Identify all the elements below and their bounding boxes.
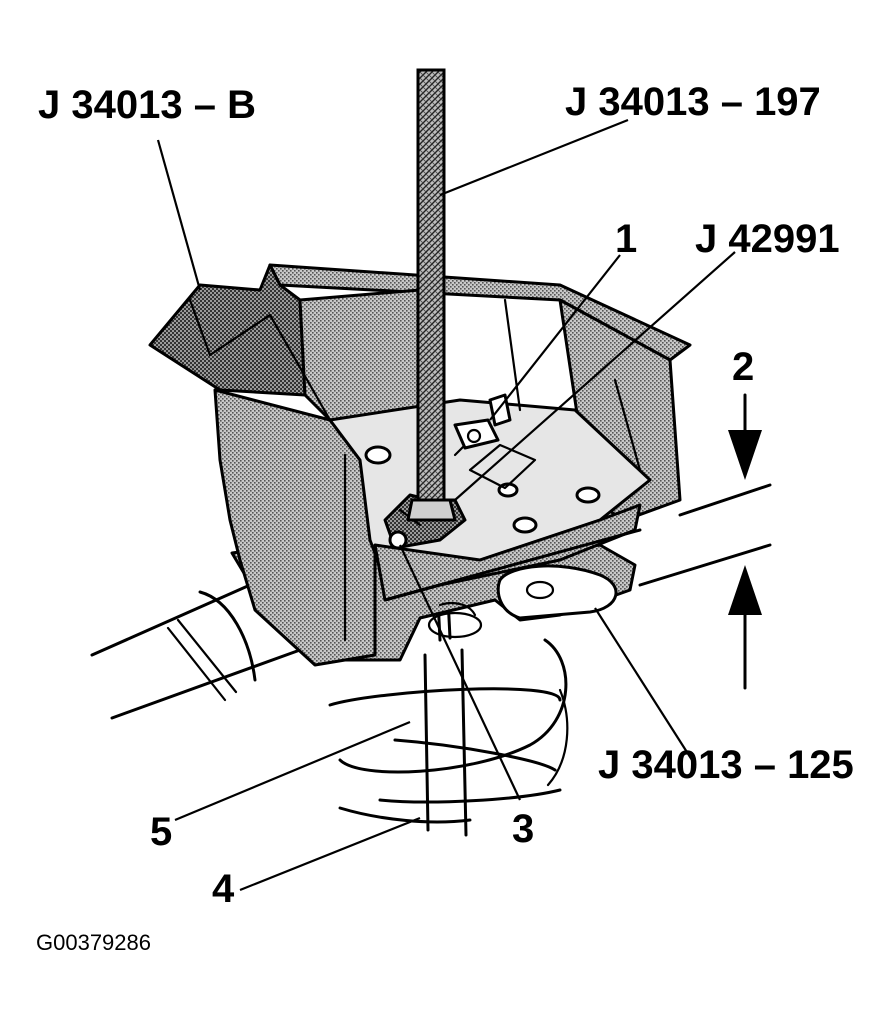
down-arrow-icon [728,430,762,480]
label-item-5: 5 [150,810,172,854]
threaded-rod [406,68,457,522]
compression-arrows [638,393,772,690]
label-j34013-197: J 34013 – 197 [565,80,821,124]
up-arrow-icon [728,565,762,615]
coil-spring [328,638,569,824]
label-j34013-b: J 34013 – B [38,83,256,127]
label-j34013-125: J 34013 – 125 [598,743,854,787]
label-item-3: 3 [512,807,534,851]
label-item-2: 2 [732,345,754,389]
label-j42991: J 42991 [695,217,840,261]
label-item-4: 4 [212,867,235,911]
label-item-1: 1 [615,217,637,261]
leader-lines [156,118,736,892]
figure-id: G00379286 [36,930,151,955]
strut-tube [90,583,302,720]
strut-shaft [423,596,468,837]
